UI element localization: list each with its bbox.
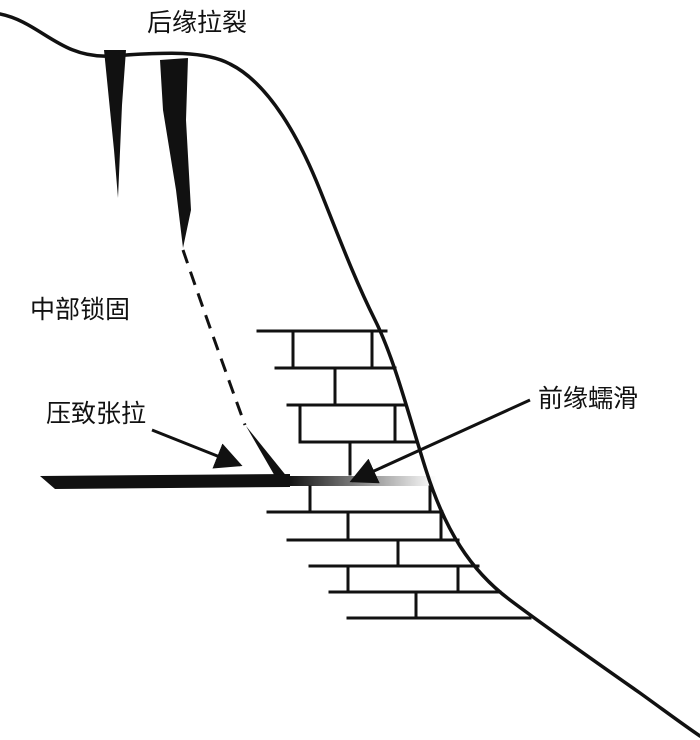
upper-rock-bricks (256, 329, 418, 476)
label-front-creep-slide: 前缘蠕滑 (538, 384, 639, 413)
dashed-slip-surface (181, 249, 247, 426)
label-compression-tension: 压致张拉 (46, 399, 147, 428)
creep-arrow (349, 398, 531, 484)
label-rear-tension-crack: 后缘拉裂 (147, 8, 248, 37)
slip-surface-solid-segment (246, 426, 288, 478)
lower-rock-bricks (266, 485, 532, 620)
label-middle-locking: 中部锁固 (30, 295, 131, 324)
tension-arrow (151, 428, 243, 469)
slope-surface-line (0, 12, 700, 738)
tension-crack-left (104, 50, 126, 198)
tension-crack-right (160, 58, 191, 248)
sliding-band (40, 474, 290, 489)
